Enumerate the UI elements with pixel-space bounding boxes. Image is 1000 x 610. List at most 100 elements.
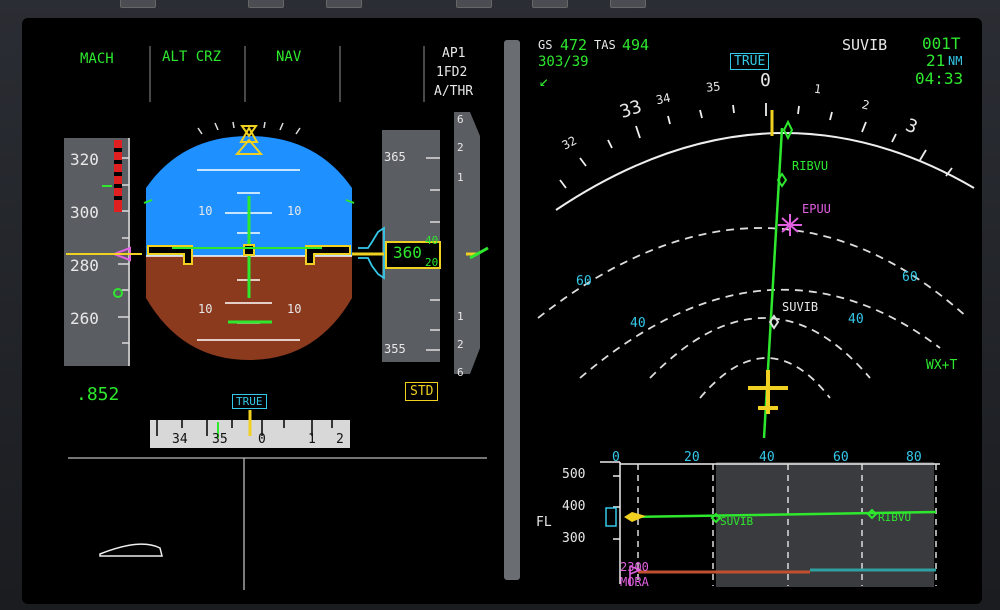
bezel-knob[interactable] [120,0,156,8]
wx-mode: WX+T [926,358,958,373]
active-waypoint: SUVIB [842,36,888,54]
vd-x-tick: 40 [759,450,775,465]
compass-arc [555,132,975,211]
wind-readout: 303/39 [538,54,589,70]
nd-true-box: TRUE [730,53,770,70]
attitude-indicator [146,136,352,360]
fma-athr-status: A/THR [434,84,474,99]
own-aircraft-icon [748,370,788,414]
pfd-graphics [64,46,489,590]
compass-ticks [559,103,953,189]
bezel-knob[interactable] [326,0,362,8]
vd-fl-label: FL [536,515,552,530]
altitude-digits: 40 [425,234,439,247]
vd-y-tick: 500 [562,467,586,482]
distance-unit: NM [948,54,963,68]
bezel-knob[interactable] [610,0,646,8]
green-dot [113,288,123,298]
vd-fix-label: SUVIB [720,515,754,528]
mach-readout: .852 [76,384,120,405]
heading-label: 2 [336,432,344,447]
bank-scale [197,121,301,135]
fma-fd-status: 1FD2 [436,65,468,80]
pitch-label: 10 [198,204,213,218]
bezel-knob[interactable] [248,0,284,8]
altitude-label: 365 [384,150,406,164]
altitude-current: 360 [393,243,422,262]
heading-true-box: TRUE [232,394,267,409]
fma-ap-status: AP1 [442,46,466,61]
mora-value: 2300 [620,560,649,574]
range-rings [537,227,969,399]
vd-x-tick: 20 [684,450,700,465]
vs-label: 6 [457,113,464,126]
vs-scale [454,112,480,374]
gs-value: 472 [560,36,588,54]
compass-label: 35 [705,79,722,95]
fix-label-ribvu: RIBVU [792,159,829,173]
compass-label: 34 [654,90,672,108]
speed-label: 280 [70,256,99,275]
vd-x-tick: 80 [906,450,922,465]
vs-label: 6 [457,366,464,379]
pitch-label: 10 [198,302,213,316]
vs-label: 2 [457,338,464,351]
range-ring-label: 40 [848,312,864,327]
speed-label: 260 [70,309,99,328]
airport-epuu-icon [778,214,802,236]
waypoint-ribvu-icon [776,172,788,188]
altitude-digits: 20 [425,256,439,269]
tas-value: 494 [622,36,650,54]
speed-ticks [118,157,129,344]
bezel-knob[interactable] [456,0,492,8]
pitch-label: 10 [287,204,302,218]
fma-speed-mode: MACH [80,51,114,67]
heading-label: 0 [258,432,266,447]
vs-label: 1 [457,171,464,184]
vd-aircraft-icon [624,512,646,522]
mora-label: MORA [620,575,649,589]
compass-label: 0 [760,70,771,91]
display-divider [504,40,520,580]
bank-pointer-icon [239,125,259,143]
nd-graphics [537,103,975,587]
vd-y-tick: 400 [562,499,586,514]
mora-flag-icon [629,565,643,586]
baro-std-box[interactable]: STD [405,382,439,401]
waypoint-eta: 04:33 [915,69,964,88]
vs-label: 1 [457,310,464,323]
speed-label: 300 [70,203,99,222]
altitude-readout-window [385,241,441,269]
range-ring-label: 40 [630,316,646,331]
altitude-label: 355 [384,342,406,356]
aircraft-symbol-icon [147,244,351,265]
range-ring-label: 60 [902,270,918,285]
fma-lateral-mode: NAV [276,49,302,65]
waypoint-bearing: 001T [922,34,961,53]
vd-x-tick: 0 [612,450,620,465]
gs-label: GS [538,38,553,52]
waypoint-suvib-icon [768,314,780,330]
pitch-label: 10 [287,302,302,316]
fma-separators [149,46,425,102]
heading-label: 1 [308,432,316,447]
fix-label-suvib: SUVIB [782,300,819,314]
fma-vertical-mode: ALT CRZ [162,49,222,65]
pfd-lower-frame [68,457,487,590]
vd-terrain-area [716,462,934,587]
vd-y-tick: 300 [562,531,586,546]
vd-flight-path [629,510,937,519]
airport-label-epuu: EPUU [802,202,831,216]
heading-label: 34 [172,432,188,447]
aircraft-side-icon [99,543,163,557]
waypoint-distance: 21 [926,51,946,70]
vs-label: 2 [457,141,464,154]
cockpit-screen: MACH ALT CRZ NAV AP1 1FD2 A/THR [22,18,982,604]
range-ring-label: 60 [576,274,592,289]
vd-x-tick: 60 [833,450,849,465]
heading-label: 35 [212,432,228,447]
tas-label: TAS [594,38,616,52]
wind-arrow-icon: ↙ [539,71,549,90]
bezel-knob[interactable] [532,0,568,8]
vd-fix-label: RIBVU [878,511,912,524]
